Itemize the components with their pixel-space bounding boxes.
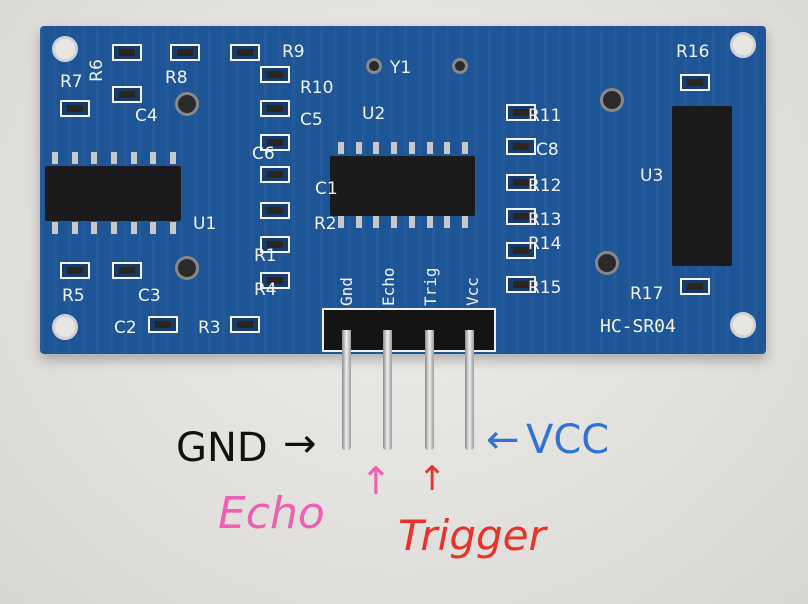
component-label-c3: C3	[138, 286, 161, 306]
mount-hole	[52, 314, 78, 340]
component-label-c5: C5	[300, 110, 323, 130]
crystal-pad	[366, 58, 382, 74]
component-label-r4: R4	[254, 280, 277, 300]
smd-component	[260, 236, 290, 253]
component-label-r2: R2	[314, 214, 337, 234]
mount-hole	[52, 36, 78, 62]
component-label-r9: R9	[282, 42, 305, 62]
component-label-c8: C8	[536, 140, 559, 160]
component-label-r1: R1	[254, 246, 277, 266]
component-label-c4: C4	[135, 106, 158, 126]
smd-component	[170, 44, 200, 61]
smd-component	[260, 202, 290, 219]
smd-component	[260, 66, 290, 83]
pin-echo	[383, 330, 392, 450]
smd-component	[260, 272, 290, 289]
annotation-echo-label: Echo	[218, 488, 325, 539]
pin-label-gnd: Gnd	[337, 277, 356, 306]
component-label-r17: R17	[630, 284, 664, 304]
component-label-r12: R12	[528, 176, 562, 196]
pin-trig	[425, 330, 434, 450]
component-label-r7: R7	[60, 72, 83, 92]
component-label-r11: R11	[528, 106, 562, 126]
mount-hole	[730, 312, 756, 338]
component-label-r15: R15	[528, 278, 562, 298]
smd-component	[112, 86, 142, 103]
smd-component	[230, 316, 260, 333]
component-label-u3: U3	[640, 166, 664, 186]
component-label-r5: R5	[62, 286, 85, 306]
smd-component	[680, 74, 710, 91]
crystal-pad	[452, 58, 468, 74]
arrow-up-icon: ↑	[360, 459, 392, 503]
chip-pins	[52, 152, 176, 164]
smd-component	[506, 208, 536, 225]
board-model-label: HC-SR04	[600, 316, 676, 337]
component-label-r3: R3	[198, 318, 221, 338]
smd-component	[260, 166, 290, 183]
mount-hole	[730, 32, 756, 58]
smd-component	[260, 134, 290, 151]
component-label-r6: R6	[86, 59, 107, 82]
component-label-r8: R8	[165, 68, 188, 88]
annotation-vcc-label: VCC	[526, 417, 610, 463]
arrow-right-icon: →	[283, 421, 317, 467]
annotation-trigger-label: Trigger	[398, 511, 546, 560]
transducer-pad	[175, 256, 199, 280]
chip-u2	[330, 156, 475, 216]
smd-component	[60, 100, 90, 117]
arrow-up-icon: ↑	[418, 459, 447, 499]
chip-pins	[338, 142, 468, 154]
arrow-left-icon: ←	[486, 417, 520, 463]
pin-vcc	[465, 330, 474, 450]
pin-label-echo: Echo	[379, 267, 398, 306]
component-label-y1: Y1	[390, 58, 412, 78]
component-label-c6: C6	[252, 144, 275, 164]
smd-component	[506, 174, 536, 191]
transducer-pad	[175, 92, 199, 116]
transducer-pad	[595, 251, 619, 275]
component-label-c2: C2	[114, 318, 137, 338]
chip-pins	[52, 222, 176, 234]
smd-component	[506, 242, 536, 259]
component-label-u2: U2	[362, 104, 386, 124]
chip-u1	[45, 166, 181, 221]
annotation-gnd-label: GND	[176, 425, 268, 471]
pin-gnd	[342, 330, 351, 450]
component-label-r16: R16	[676, 42, 710, 62]
smd-component	[112, 262, 142, 279]
smd-component	[506, 276, 536, 293]
smd-component	[506, 104, 536, 121]
pin-label-vcc: Vcc	[463, 277, 482, 306]
smd-component	[260, 100, 290, 117]
chip-u3	[672, 106, 732, 266]
smd-component	[506, 138, 536, 155]
component-label-r13: R13	[528, 210, 562, 230]
component-label-r14: R14	[528, 234, 562, 254]
smd-component	[680, 278, 710, 295]
smd-component	[112, 44, 142, 61]
smd-component	[60, 262, 90, 279]
component-label-u1: U1	[193, 214, 217, 234]
component-label-c1: C1	[315, 179, 338, 199]
smd-component	[148, 316, 178, 333]
transducer-pad	[600, 88, 624, 112]
pin-label-trig: Trig	[421, 267, 440, 306]
component-label-r10: R10	[300, 78, 334, 98]
chip-pins	[338, 216, 468, 228]
smd-component	[230, 44, 260, 61]
